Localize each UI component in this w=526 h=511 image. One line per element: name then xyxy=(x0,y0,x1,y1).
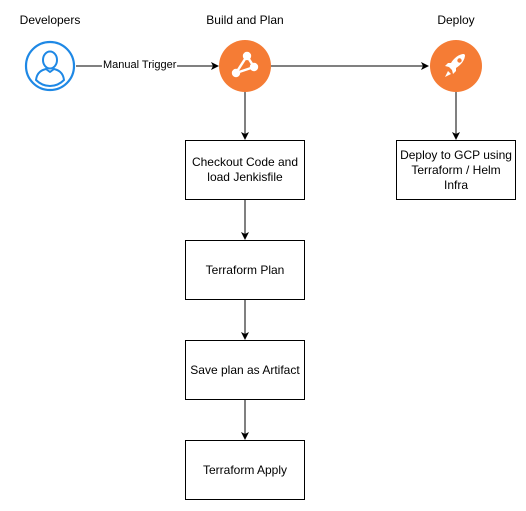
checkout-code-line-2: load Jenkisfile xyxy=(207,170,283,184)
deploy-gcp-line-1: Deploy to GCP using xyxy=(400,147,512,162)
checkout-code-box: Checkout Code and load Jenkisfile xyxy=(185,140,305,200)
save-plan-text: Save plan as Artifact xyxy=(190,362,300,377)
terraform-plan-box: Terraform Plan xyxy=(185,240,305,300)
terraform-plan-text: Terraform Plan xyxy=(205,262,285,277)
deploy-gcp-box: Deploy to GCP using Terraform / Helm Inf… xyxy=(396,140,516,200)
edge-label-manual-trigger: Manual Trigger xyxy=(102,59,178,72)
checkout-code-line-1: Checkout Code and xyxy=(191,155,299,169)
developers-label: Developers xyxy=(19,13,81,27)
user-icon xyxy=(24,40,76,92)
rocket-icon xyxy=(430,40,482,92)
deploy-gcp-line-2: Terraform / Helm Infra xyxy=(411,162,501,192)
deploy-label: Deploy xyxy=(437,13,475,27)
share-nodes-icon xyxy=(219,40,271,92)
build-and-plan-label: Build and Plan xyxy=(206,13,284,27)
terraform-apply-text: Terraform Apply xyxy=(202,462,288,477)
save-plan-box: Save plan as Artifact xyxy=(185,340,305,400)
terraform-apply-box: Terraform Apply xyxy=(185,440,305,500)
